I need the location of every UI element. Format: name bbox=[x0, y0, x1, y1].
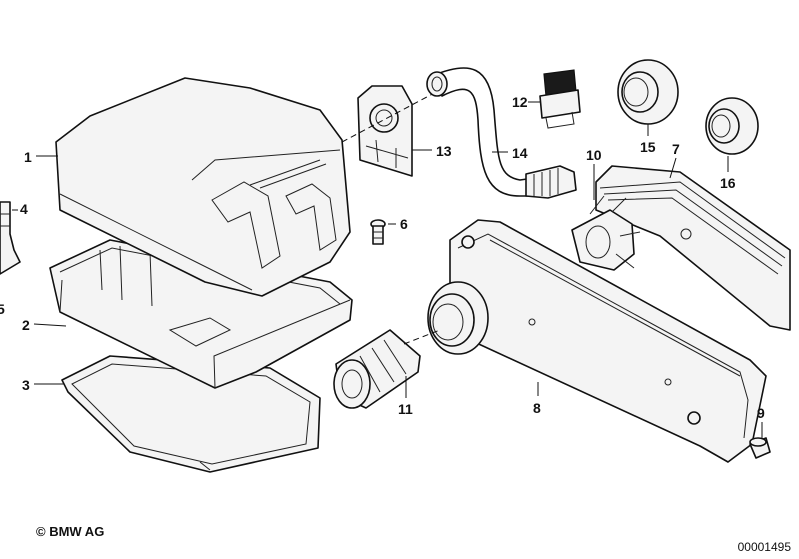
part-12-switch bbox=[539, 69, 581, 129]
callout-5: 5 bbox=[0, 301, 5, 317]
part-14-hose bbox=[426, 67, 577, 199]
callout-1: 1 bbox=[24, 149, 32, 165]
callout-16: 16 bbox=[720, 175, 736, 191]
part-10-grommet bbox=[571, 195, 641, 271]
part-9-nut bbox=[749, 437, 771, 459]
assembly-line-11-8 bbox=[403, 329, 441, 345]
copyright-label: © BMW AG bbox=[36, 524, 105, 539]
part-1-upper-cover bbox=[55, 77, 351, 297]
part-16-seal bbox=[705, 97, 759, 155]
callout-3: 3 bbox=[22, 377, 30, 393]
part-13-bracket bbox=[357, 85, 413, 177]
callout-11: 11 bbox=[398, 401, 413, 417]
callout-6: 6 bbox=[400, 216, 408, 232]
part-15-seal bbox=[617, 59, 679, 125]
callout-8: 8 bbox=[533, 400, 541, 416]
callout-2: 2 bbox=[22, 317, 30, 333]
callout-14: 14 bbox=[512, 145, 528, 161]
callout-15: 15 bbox=[640, 139, 656, 155]
callout-10: 10 bbox=[586, 147, 602, 163]
callout-12: 12 bbox=[512, 94, 528, 110]
part-8-socket bbox=[427, 281, 489, 355]
callout-leaders bbox=[12, 101, 763, 438]
part-6-bolt bbox=[370, 219, 386, 245]
callout-4: 4 bbox=[20, 201, 28, 217]
callout-7: 7 bbox=[672, 141, 680, 157]
part-4-clip bbox=[0, 201, 21, 275]
callout-9: 9 bbox=[757, 405, 765, 421]
callout-13: 13 bbox=[436, 143, 452, 159]
part-11-sleeve bbox=[333, 329, 421, 409]
assembly-line-13-14 bbox=[341, 89, 441, 143]
image-number-label: 00001495 bbox=[737, 540, 791, 554]
